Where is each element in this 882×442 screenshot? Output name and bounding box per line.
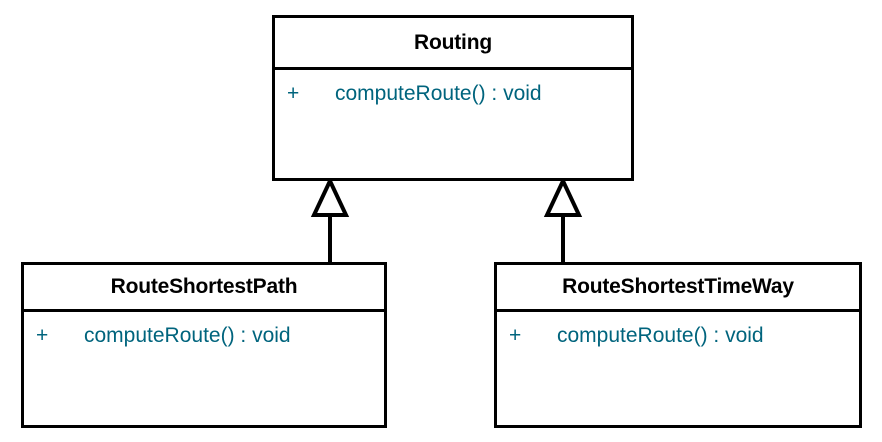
member-signature: computeRoute() : void: [557, 324, 764, 347]
member-signature: computeRoute() : void: [335, 82, 542, 105]
member-visibility: +: [287, 82, 300, 105]
class-member-row: + computeRoute() : void: [24, 324, 384, 348]
class-members-compartment: + computeRoute() : void: [275, 70, 631, 178]
class-member-row: + computeRoute() : void: [275, 82, 631, 106]
class-members-compartment: + computeRoute() : void: [24, 312, 384, 425]
generalization-right-arrowhead: [543, 176, 583, 217]
class-title-compartment: Routing: [275, 18, 631, 70]
class-members-compartment: + computeRoute() : void: [497, 312, 859, 425]
member-visibility: +: [509, 324, 522, 347]
class-title-compartment: RouteShortestPath: [24, 265, 384, 312]
member-visibility: +: [36, 324, 49, 347]
uml-class-routing[interactable]: Routing + computeRoute() : void: [272, 15, 634, 181]
class-name-routing: Routing: [414, 30, 492, 54]
generalization-right: [543, 176, 583, 262]
class-title-compartment: RouteShortestTimeWay: [497, 265, 859, 312]
uml-class-route-shortest-time-way[interactable]: RouteShortestTimeWay + computeRoute() : …: [494, 262, 862, 428]
generalization-left-arrowhead: [310, 176, 350, 217]
class-member-row: + computeRoute() : void: [497, 324, 859, 348]
generalization-left: [310, 176, 350, 262]
uml-class-route-shortest-path[interactable]: RouteShortestPath + computeRoute() : voi…: [21, 262, 387, 428]
class-name-route-shortest-time-way: RouteShortestTimeWay: [562, 275, 794, 298]
member-signature: computeRoute() : void: [84, 324, 291, 347]
class-name-route-shortest-path: RouteShortestPath: [110, 275, 298, 298]
